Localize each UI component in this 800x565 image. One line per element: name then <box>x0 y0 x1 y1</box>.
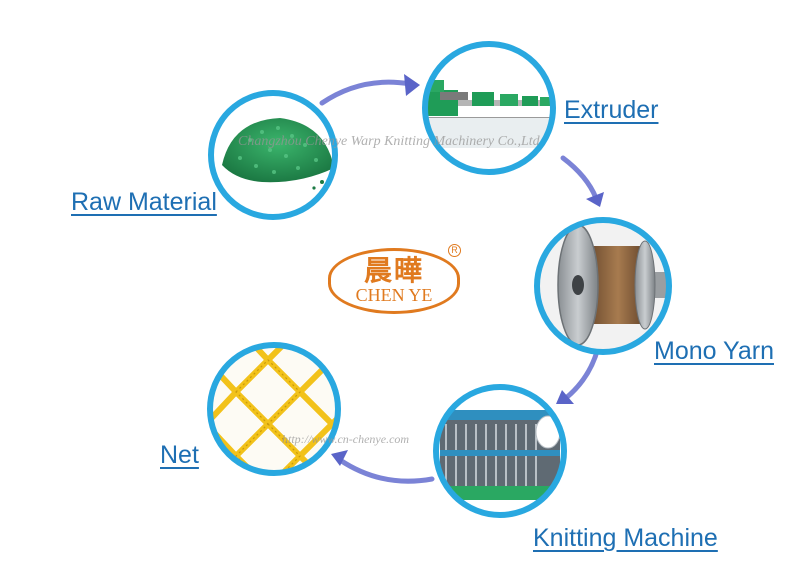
chenye-logo: 晨曄 CHEN YE <box>328 248 460 314</box>
company-watermark: Changzhou Chenye Warp Knitting Machinery… <box>238 134 540 149</box>
label-net[interactable]: Net <box>160 441 199 469</box>
extruder-image <box>425 44 553 172</box>
node-net[interactable] <box>205 330 350 488</box>
arrowhead-net <box>331 450 348 466</box>
arrowhead-yarn <box>586 192 604 207</box>
label-extruder[interactable]: Extruder <box>564 96 659 124</box>
logo-english-text: CHEN YE <box>355 285 433 305</box>
ring-net <box>207 342 341 476</box>
arrow-heads <box>331 74 604 466</box>
arrowhead-extruder <box>404 74 420 96</box>
label-mono-yarn[interactable]: Mono Yarn <box>654 337 774 365</box>
ring-knitting-machine <box>433 384 567 518</box>
arrowhead-knitting <box>556 390 574 404</box>
net-image <box>210 345 338 473</box>
arrow-yarn-to-knitting <box>563 345 601 401</box>
node-raw-material[interactable] <box>200 90 350 220</box>
ring-mono-yarn <box>534 217 672 355</box>
arrow-knitting-to-net <box>337 457 435 484</box>
arrow-extruder-to-yarn <box>560 155 599 201</box>
pellets-image <box>211 93 335 217</box>
ring-raw-material <box>208 90 338 220</box>
knitting-machine-image <box>436 387 564 515</box>
node-mono-yarn[interactable] <box>530 215 680 360</box>
arrow-raw-to-extruder <box>319 79 413 106</box>
label-raw-material[interactable]: Raw Material <box>71 188 217 216</box>
registered-mark: R <box>448 244 461 257</box>
ring-extruder <box>422 41 556 175</box>
node-knitting-machine[interactable] <box>430 380 570 520</box>
label-knitting-machine[interactable]: Knitting Machine <box>533 524 718 552</box>
spool-image <box>537 220 669 352</box>
url-watermark: http://www.cn-chenye.com <box>282 432 410 446</box>
node-extruder[interactable] <box>420 40 560 180</box>
logo-chinese-text: 晨曄 <box>363 254 424 287</box>
